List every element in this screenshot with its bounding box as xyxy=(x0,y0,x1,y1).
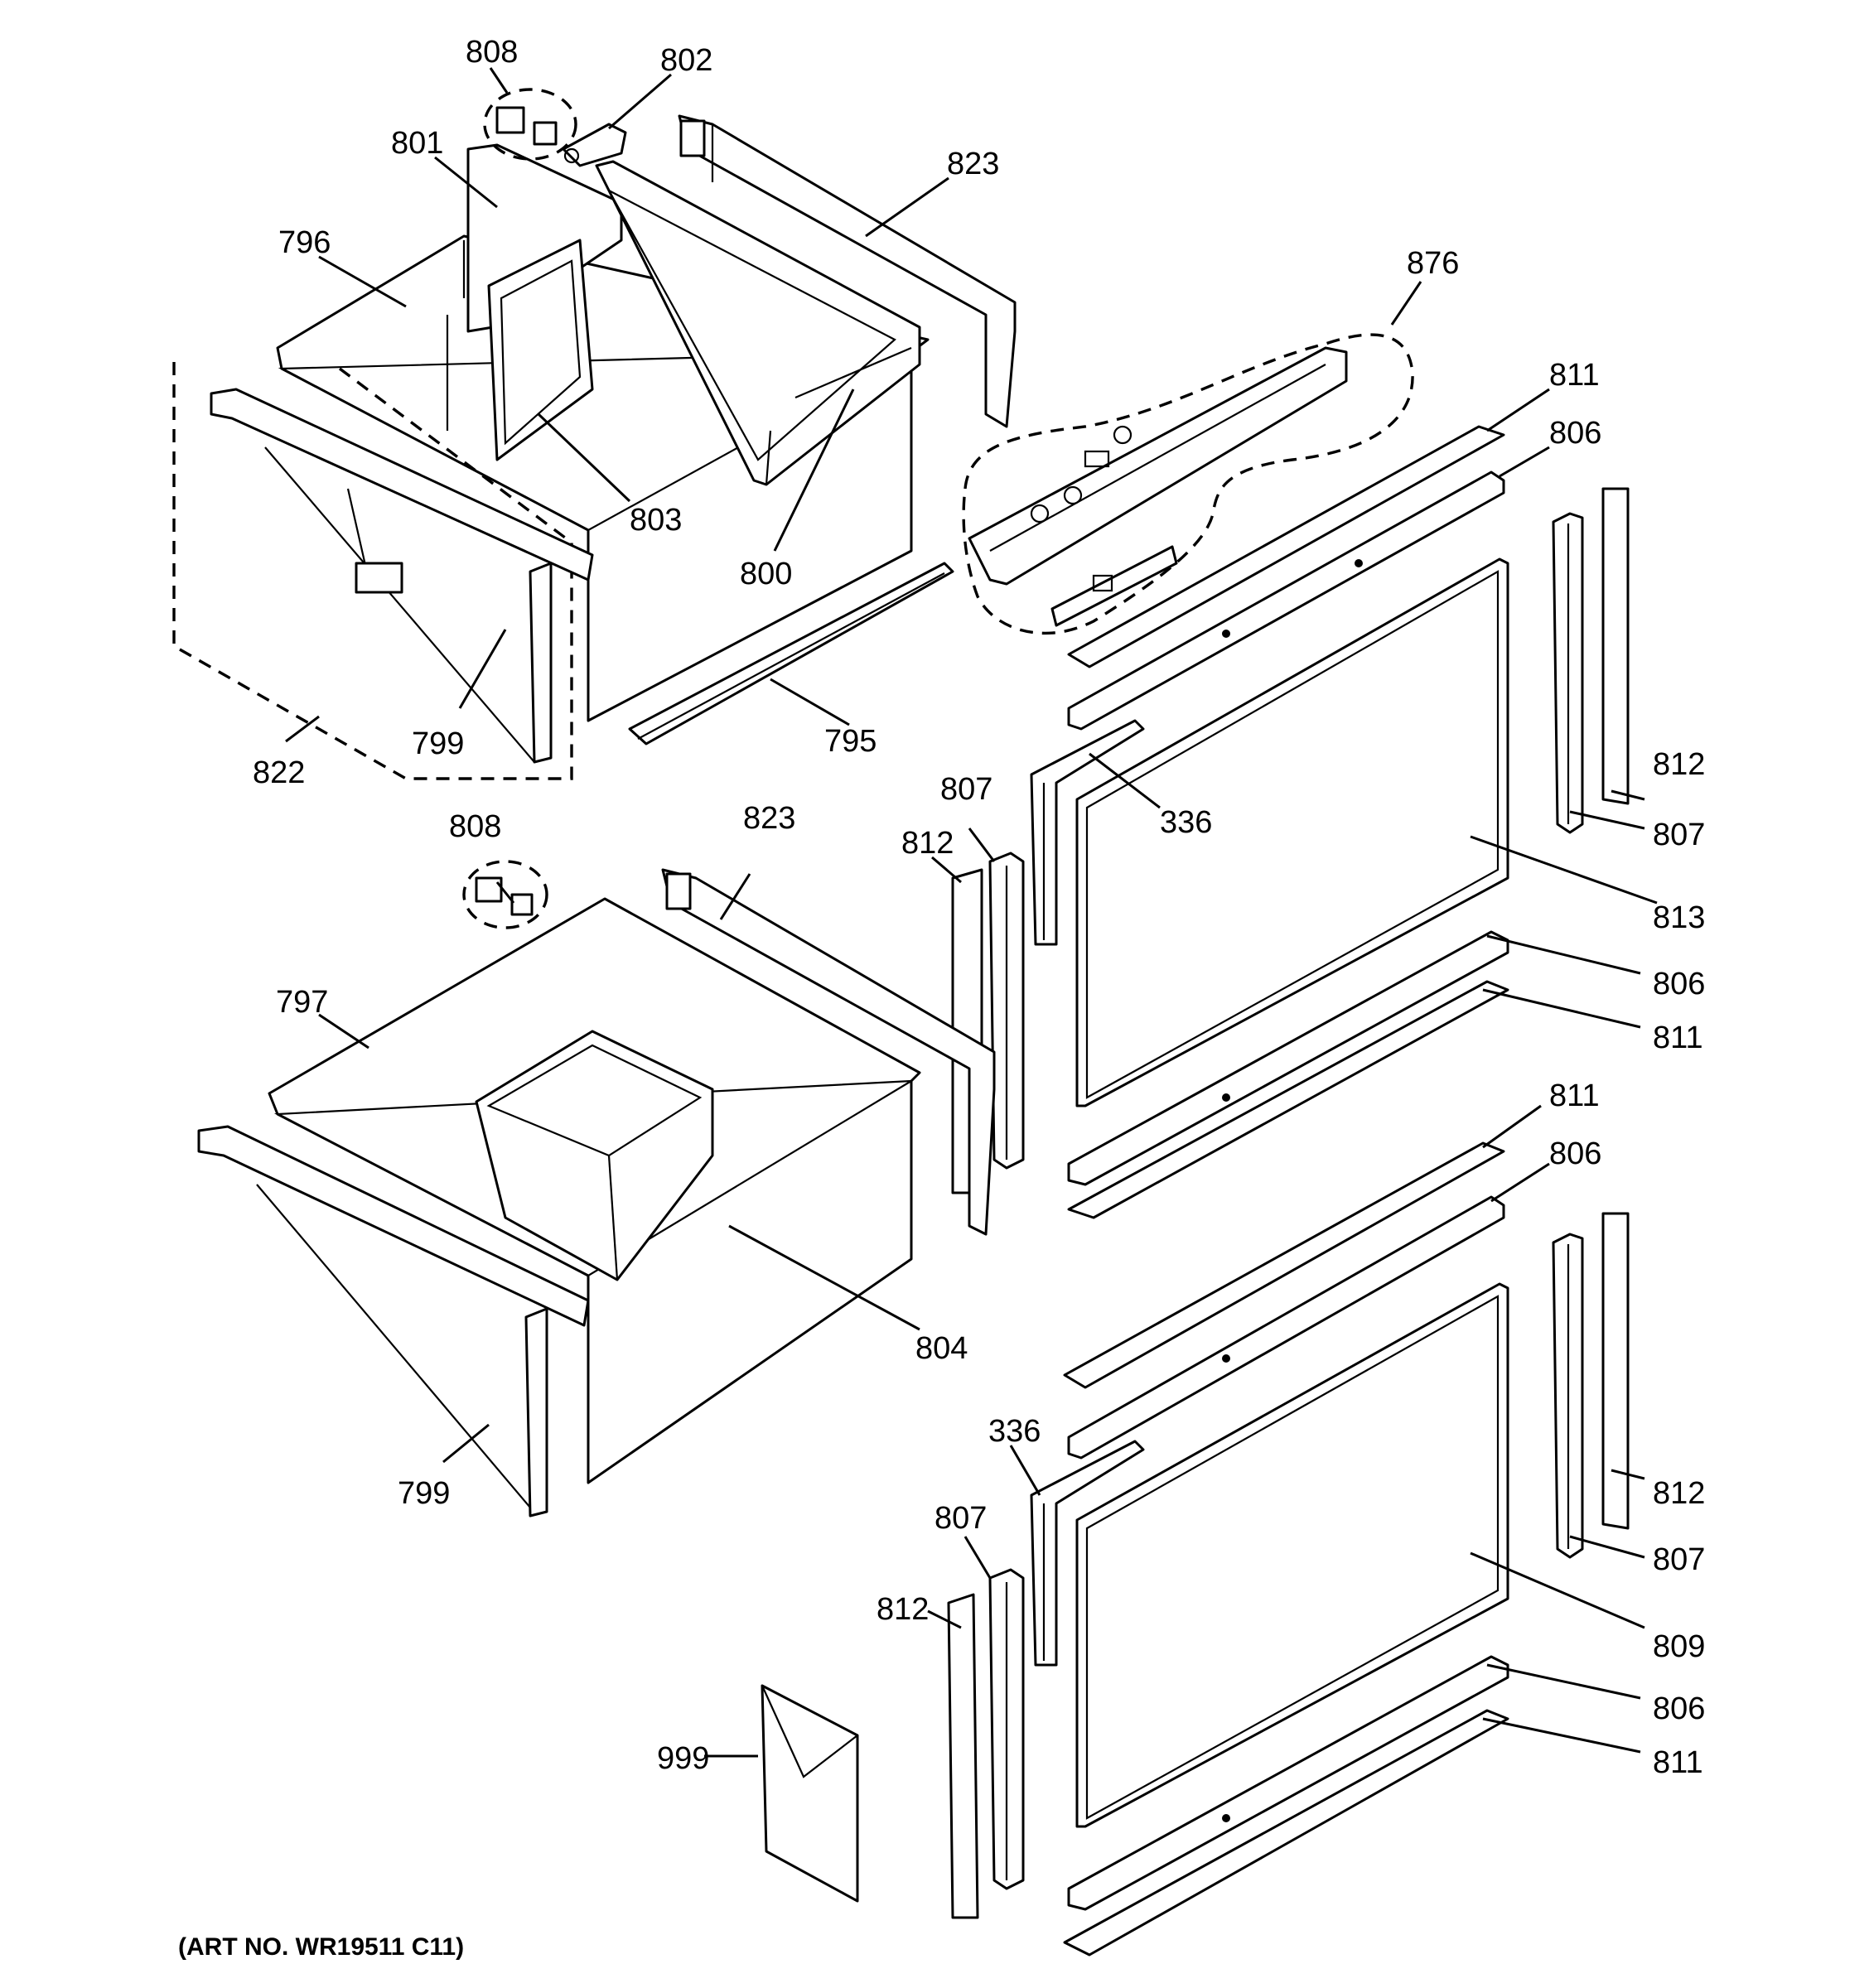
label-807-upper-right: 807 xyxy=(1653,818,1705,852)
part-800-rack xyxy=(595,160,921,486)
part-823-lower-rail xyxy=(661,868,996,1236)
label-813: 813 xyxy=(1653,900,1705,935)
label-806-top: 806 xyxy=(1549,416,1601,451)
part-812-lower-left-strip xyxy=(947,1593,979,1919)
label-812-upper-right: 812 xyxy=(1653,747,1705,782)
part-811-lower-top-gasket xyxy=(1063,1141,1505,1389)
label-336-lower: 336 xyxy=(988,1414,1041,1449)
label-808-upper: 808 xyxy=(466,35,518,70)
label-796: 796 xyxy=(278,225,331,260)
label-802: 802 xyxy=(660,43,712,78)
upper-drawer-assembly xyxy=(172,88,1017,780)
label-811-lower-top: 811 xyxy=(1549,1078,1600,1113)
label-822: 822 xyxy=(253,755,305,790)
part-806-bottom-channel xyxy=(1067,1655,1509,1911)
part-795-slide xyxy=(628,562,954,746)
label-812-lower-left: 812 xyxy=(877,1592,929,1627)
part-808-upper-clip xyxy=(483,88,577,161)
part-812-lower-right-strip xyxy=(1601,1212,1630,1530)
label-799-lower: 799 xyxy=(398,1476,450,1511)
label-800: 800 xyxy=(740,557,792,591)
label-803: 803 xyxy=(630,503,682,538)
label-808-lower: 808 xyxy=(449,809,501,844)
part-806-top-channel xyxy=(1067,470,1505,731)
part-336-lower-gasket xyxy=(1030,1440,1145,1667)
leader-lines xyxy=(285,67,1658,1758)
label-809: 809 xyxy=(1653,1629,1705,1664)
part-799-lower-front-trim xyxy=(197,1125,590,1518)
part-808-lower-clip xyxy=(462,860,548,929)
label-806-mid: 806 xyxy=(1653,967,1705,1001)
label-812-upper-left: 812 xyxy=(901,826,954,861)
part-806-mid-channel xyxy=(1067,930,1509,1186)
lower-drawer-assembly xyxy=(197,860,996,1518)
part-876-control-panel-kit xyxy=(962,333,1414,635)
label-812-lower-right: 812 xyxy=(1653,1476,1705,1511)
part-813-door-panel xyxy=(1075,557,1509,1107)
label-823-lower: 823 xyxy=(743,801,795,836)
part-806-lower-top-channel xyxy=(1067,1195,1505,1460)
part-811-mid-gasket xyxy=(1067,980,1509,1219)
part-822-front-kit xyxy=(172,362,573,780)
part-799-upper-front-trim xyxy=(210,388,594,764)
part-801-divider-panel xyxy=(466,143,623,461)
lower-door-assembly xyxy=(947,1141,1630,1957)
part-804-basket xyxy=(475,1030,714,1281)
label-336-upper: 336 xyxy=(1160,805,1212,840)
label-999: 999 xyxy=(657,1741,709,1776)
part-336-upper-gasket xyxy=(1030,719,1145,946)
part-999-literature-envelope xyxy=(761,1684,859,1903)
label-804: 804 xyxy=(915,1331,968,1366)
part-809-door-panel xyxy=(1075,1282,1509,1828)
label-811-mid: 811 xyxy=(1653,1021,1703,1055)
upper-door-assembly xyxy=(951,425,1630,1219)
part-811-bottom-gasket xyxy=(1063,1709,1509,1957)
label-795: 795 xyxy=(824,724,877,759)
label-823-upper: 823 xyxy=(947,147,999,181)
art-number-caption: (ART NO. WR19511 C11) xyxy=(178,1933,464,1961)
label-807-lower-left: 807 xyxy=(934,1501,987,1536)
label-811-bottom: 811 xyxy=(1653,1745,1703,1780)
label-797: 797 xyxy=(276,985,328,1020)
label-801: 801 xyxy=(391,126,443,161)
label-807-upper-left: 807 xyxy=(940,772,992,807)
label-806-bottom: 806 xyxy=(1653,1691,1705,1726)
part-823-upper-rail xyxy=(678,114,1017,428)
label-876: 876 xyxy=(1407,246,1459,281)
label-811-top: 811 xyxy=(1549,358,1600,393)
part-812-upper-right-strip xyxy=(1601,487,1630,805)
label-799-upper: 799 xyxy=(412,726,464,761)
callout-labels: 808 802 801 823 796 876 811 806 803 800 … xyxy=(253,35,1705,1780)
label-806-lower-top: 806 xyxy=(1549,1136,1601,1171)
part-802-bracket xyxy=(562,123,627,167)
label-807-lower-right: 807 xyxy=(1653,1542,1705,1577)
part-811-top-gasket xyxy=(1067,425,1505,668)
